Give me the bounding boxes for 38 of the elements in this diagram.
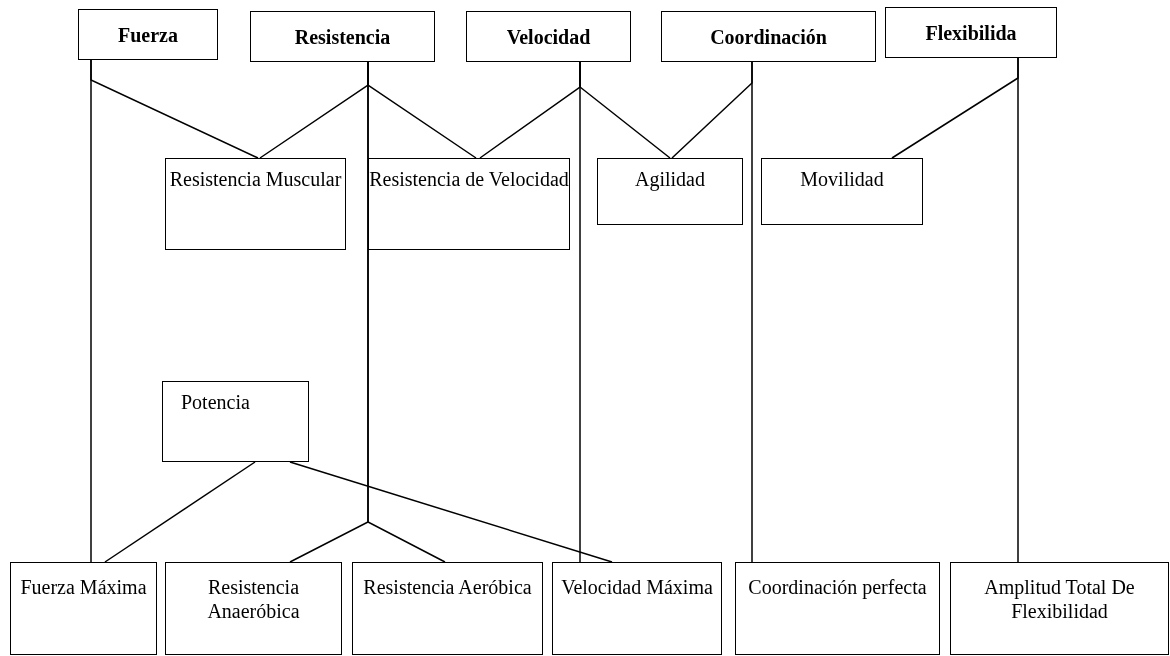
connector-line — [751, 61, 753, 563]
box-label: Movilidad — [800, 167, 884, 191]
box-label: Velocidad — [506, 24, 591, 49]
category-box — [661, 11, 876, 62]
connector-line — [1017, 57, 1019, 563]
box-label: Fuerza Máxima — [20, 575, 147, 599]
box-label: Amplitud Total De Flexibilidad — [983, 575, 1136, 623]
box-label: Velocidad Máxima — [561, 575, 713, 599]
box-label: Flexibilida — [925, 20, 1017, 45]
connector-line — [579, 61, 581, 563]
concept-box — [597, 158, 743, 225]
connector-line — [90, 59, 92, 563]
box-label: Resistencia de Velocidad — [369, 167, 569, 191]
category-box — [250, 11, 435, 62]
category-box — [78, 9, 218, 60]
box-label: Coordinación perfecta — [748, 575, 927, 599]
concept-box — [552, 562, 722, 655]
box-label: Potencia — [181, 390, 250, 414]
box-label: Resistencia Aeróbica — [363, 575, 532, 599]
category-box — [466, 11, 631, 62]
box-label: Resistencia Anaeróbica — [206, 575, 301, 623]
concept-box — [368, 158, 570, 250]
concept-box — [10, 562, 157, 655]
connector-line — [104, 461, 256, 563]
concept-box — [165, 158, 346, 250]
concept-box — [352, 562, 543, 655]
box-label: Resistencia — [294, 24, 391, 49]
concept-box — [735, 562, 940, 655]
concept-box — [165, 562, 342, 655]
box-label: Fuerza — [118, 22, 178, 47]
box-label: Resistencia Muscular — [169, 167, 342, 191]
concept-box — [950, 562, 1169, 655]
category-box — [885, 7, 1057, 58]
concept-box — [761, 158, 923, 225]
box-label: Coordinación — [710, 24, 827, 49]
concept-box — [162, 381, 309, 462]
box-label: Agilidad — [635, 167, 705, 191]
connector-line — [289, 461, 613, 563]
